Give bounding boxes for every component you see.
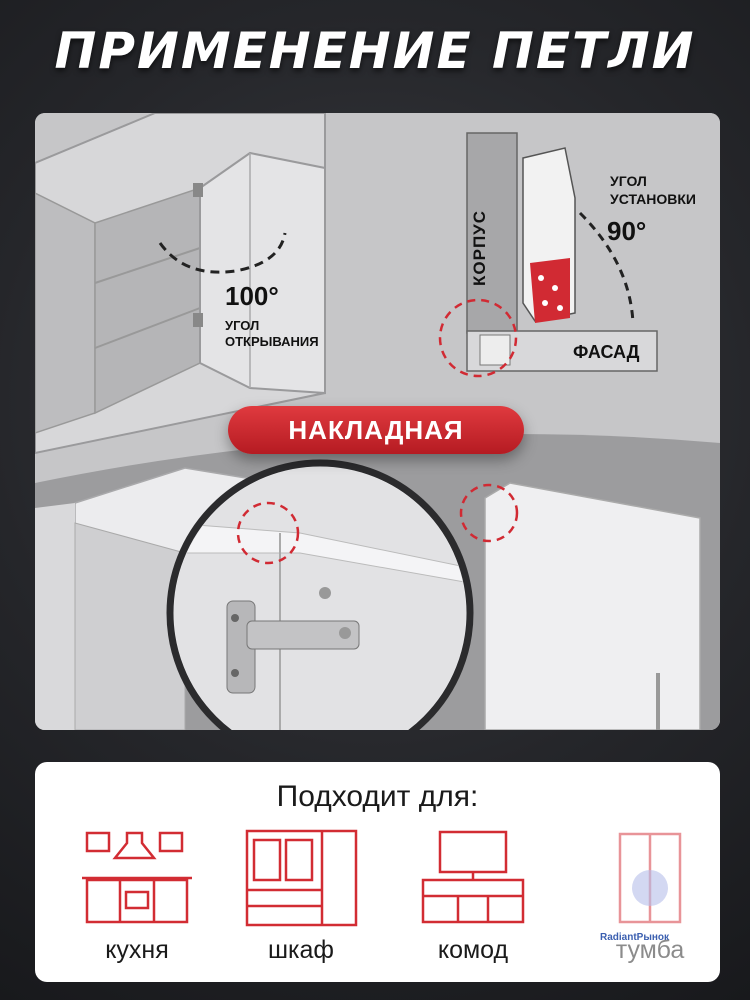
facade-label: ФАСАД <box>573 342 640 362</box>
suitable-item-label: тумба <box>615 936 685 964</box>
body-label: КОРПУС <box>470 210 489 287</box>
watermark: RadiantРынок <box>600 932 670 943</box>
suitable-item-label: кухня <box>105 936 169 964</box>
install-angle-value: 90° <box>607 216 647 246</box>
wardrobe-icon <box>245 829 357 927</box>
dresser-icon <box>421 830 525 924</box>
suitable-item-dresser: комод <box>403 828 543 965</box>
opening-angle-label-line1: УГОЛ <box>225 318 260 333</box>
opening-angle-value: 100° <box>225 281 279 311</box>
suitable-item-wardrobe: шкаф <box>231 828 371 965</box>
kitchen-icon <box>82 831 192 924</box>
opening-angle-label-line2: ОТКРЫВАНИЯ <box>225 334 319 349</box>
install-angle-label-line2: УСТАНОВКИ <box>610 191 696 207</box>
suitable-item-label: комод <box>437 936 509 964</box>
suitable-item-cabinet: тумба <box>580 828 720 965</box>
suitable-item-label: шкаф <box>267 936 334 964</box>
cabinet-icon <box>618 832 682 924</box>
suitable-item-kitchen: кухня <box>67 828 207 965</box>
overlay-hinge-badge: НАКЛАДНАЯ <box>228 406 524 454</box>
suitable-heading: Подходит для: <box>276 780 479 813</box>
suitable-for-panel: Подходит для: кухня <box>35 762 720 982</box>
install-angle-label-line1: УГОЛ <box>610 173 647 189</box>
page-title: ПРИМЕНЕНИЕ ПЕТЛИ <box>54 22 696 80</box>
